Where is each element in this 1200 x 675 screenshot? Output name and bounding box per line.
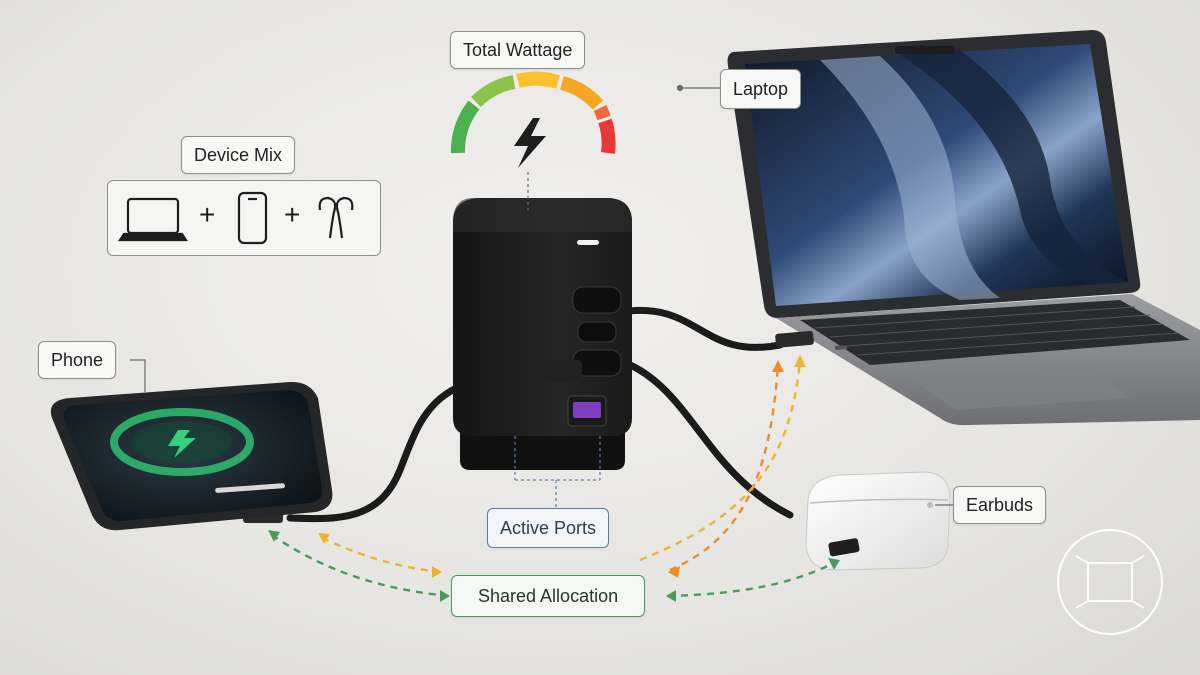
- charger: [453, 198, 632, 480]
- plus-sign-1: +: [199, 199, 216, 230]
- corner-badge: [1057, 529, 1163, 635]
- shared-allocation-label: Shared Allocation: [451, 575, 646, 617]
- lightning-bolt-icon: [514, 118, 546, 168]
- earbuds-label: Earbuds: [953, 486, 1047, 524]
- wattage-gauge: [450, 71, 616, 210]
- phone-label: Phone: [38, 341, 117, 379]
- laptop: [727, 30, 1200, 426]
- total-wattage-label: Total Wattage: [450, 31, 586, 69]
- plus-sign-2: +: [284, 199, 301, 230]
- earbuds-case: [805, 471, 951, 571]
- phone: [50, 381, 333, 531]
- laptop-label: Laptop: [720, 69, 802, 109]
- flow-arrowheads: [268, 355, 840, 602]
- active-ports-label: Active Ports: [487, 508, 610, 548]
- flow-arrows: [271, 359, 837, 598]
- device-mix-box: [107, 180, 381, 256]
- device-mix-label: Device Mix: [181, 136, 296, 174]
- connector-lines: [130, 84, 955, 508]
